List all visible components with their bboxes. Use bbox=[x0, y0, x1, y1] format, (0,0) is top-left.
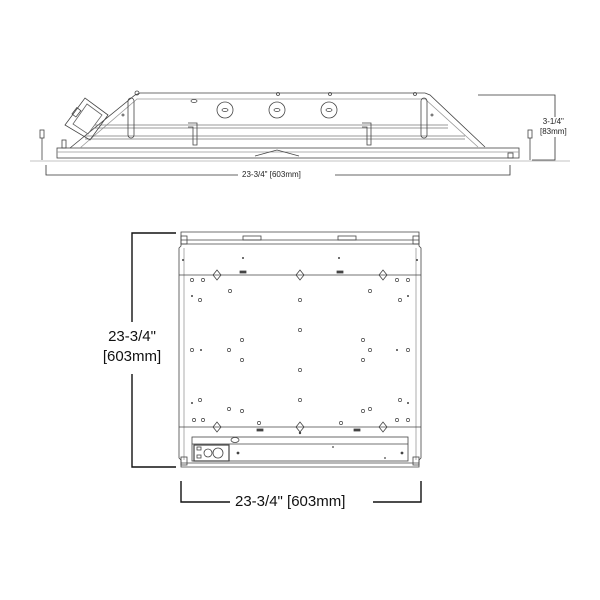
side-height-label-line1: 3-1/4" bbox=[542, 117, 564, 126]
side-height-label-line2: [83mm] bbox=[540, 127, 567, 136]
side-width-dimension bbox=[45, 165, 511, 176]
side-height-dimension bbox=[478, 94, 556, 161]
top-height-label-line1: 23-3/4" bbox=[108, 328, 156, 345]
top-height-label-line2: [603mm] bbox=[102, 348, 162, 365]
side-view bbox=[30, 90, 570, 162]
side-height-label: 3-1/4" [83mm] bbox=[538, 117, 569, 137]
side-width-label: 23-3/4" [603mm] bbox=[240, 170, 303, 179]
top-height-dimension bbox=[131, 232, 176, 468]
top-height-label: 23-3/4" [603mm] bbox=[92, 327, 172, 367]
top-view bbox=[178, 231, 422, 468]
top-width-label: 23-3/4" [603mm] bbox=[235, 492, 346, 512]
top-width-dimension bbox=[180, 481, 422, 503]
